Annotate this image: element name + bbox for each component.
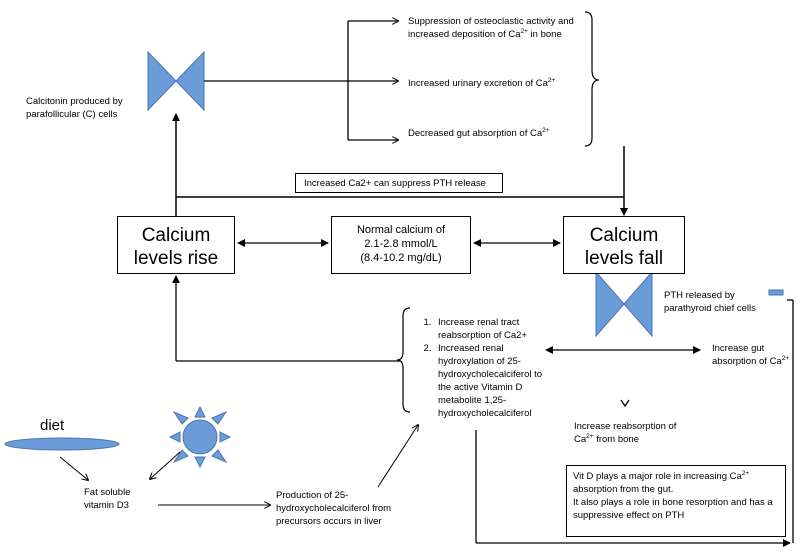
calcitonin-effect-urinary: Increased urinary excretion of Ca2+ <box>408 76 556 89</box>
pth-suppress-note: Increased Ca2+ can suppress PTH release <box>295 173 503 193</box>
calcitonin-effect-arrows <box>204 21 398 140</box>
vitd-note-line1: Vit D plays a major role in increasing C… <box>573 469 750 495</box>
feedback-arrows <box>172 113 628 216</box>
diet-ellipse-icon <box>4 437 120 451</box>
sun-icon <box>168 405 232 469</box>
pth-action-item-1: Increase renal tract reabsorption of Ca2… <box>434 316 552 342</box>
pth-brace <box>396 307 411 413</box>
calcitonin-effect-gut: Decreased gut absorption of Ca2+ <box>408 126 550 139</box>
pth-actions-list: Increase renal tract reabsorption of Ca2… <box>412 316 552 420</box>
bone-reabsorption-label: Increase reabsorption of Ca2+ from bone <box>574 421 677 445</box>
vitamin-source-arrows <box>59 425 418 505</box>
normal-calcium-line1: Normal calcium of <box>356 224 446 236</box>
calcium-rise-box: Calcium levels rise <box>117 216 235 274</box>
normal-calcium-line3: (8.4-10.2 mg/dL) <box>360 252 442 264</box>
diet-label: diet <box>40 417 65 434</box>
calcium-fall-box: Calcium levels fall <box>563 216 685 274</box>
fat-soluble-label: Fat soluble vitamin D3 <box>84 487 131 511</box>
pth-label: PTH released by parathyroid chief cells <box>664 290 756 314</box>
bone-arrow-icon <box>620 399 630 408</box>
normal-calcium-line2: 2.1-2.8 mmol/L <box>364 238 438 250</box>
pth-to-rise-arrow <box>172 275 400 362</box>
vitd-loop-arrow <box>475 299 794 547</box>
pth-bowtie-icon <box>595 270 653 338</box>
calcitonin-label: Calcitonin produced by parafollicular (C… <box>26 96 123 120</box>
vitd-note-box: Vit D plays a major role in increasing C… <box>566 465 786 537</box>
calcitonin-effect-bone: Suppression of osteoclastic activity and… <box>408 16 574 40</box>
effects-brace <box>584 11 600 147</box>
double-arrows <box>237 239 701 354</box>
gut-absorption-label: Increase gut absorption of Ca2+ <box>712 343 790 367</box>
calcitonin-bowtie-icon <box>147 50 205 112</box>
vitd-note-line2: It also plays a role in bone resorption … <box>573 497 773 521</box>
normal-calcium-box: Normal calcium of 2.1-2.8 mmol/L (8.4-10… <box>331 216 471 274</box>
liver-production-label: Production of 25-hydroxycholecalciferol … <box>276 490 392 527</box>
pth-action-item-2: Increased renal hydroxylation of 25-hydr… <box>434 342 552 420</box>
small-bar-icon <box>768 289 784 296</box>
